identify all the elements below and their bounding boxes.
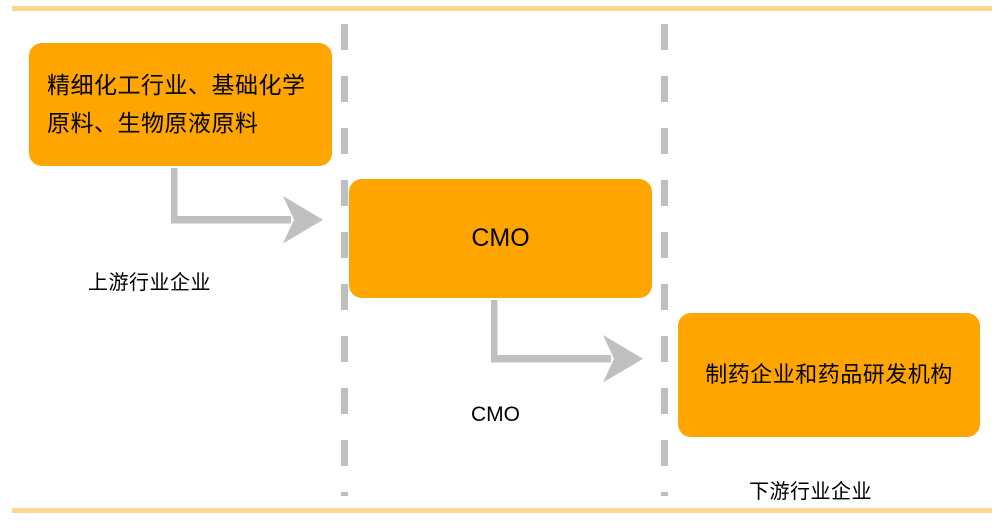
caption-downstream-segment: 下游行业企业 — [749, 481, 872, 503]
node-cmo-label: CMO — [471, 224, 530, 253]
bottom-rule — [12, 508, 992, 513]
node-downstream-pharma-label: 制药企业和药品研发机构 — [705, 362, 953, 388]
node-upstream-materials-label: 精细化工行业、基础化学原料、生物原液原料 — [47, 72, 306, 136]
node-cmo[interactable]: CMO — [349, 179, 652, 298]
caption-cmo-segment: CMO — [471, 403, 520, 426]
connector-cmo-to-downstream — [491, 300, 643, 383]
segment-divider-right — [661, 24, 668, 496]
top-rule — [12, 6, 992, 11]
caption-upstream-segment: 上游行业企业 — [88, 272, 211, 294]
segment-divider-left — [341, 24, 348, 496]
connector-upstream-to-cmo — [171, 168, 323, 244]
node-downstream-pharma[interactable]: 制药企业和药品研发机构 — [678, 313, 980, 437]
node-upstream-materials[interactable]: 精细化工行业、基础化学原料、生物原液原料 — [29, 43, 332, 166]
